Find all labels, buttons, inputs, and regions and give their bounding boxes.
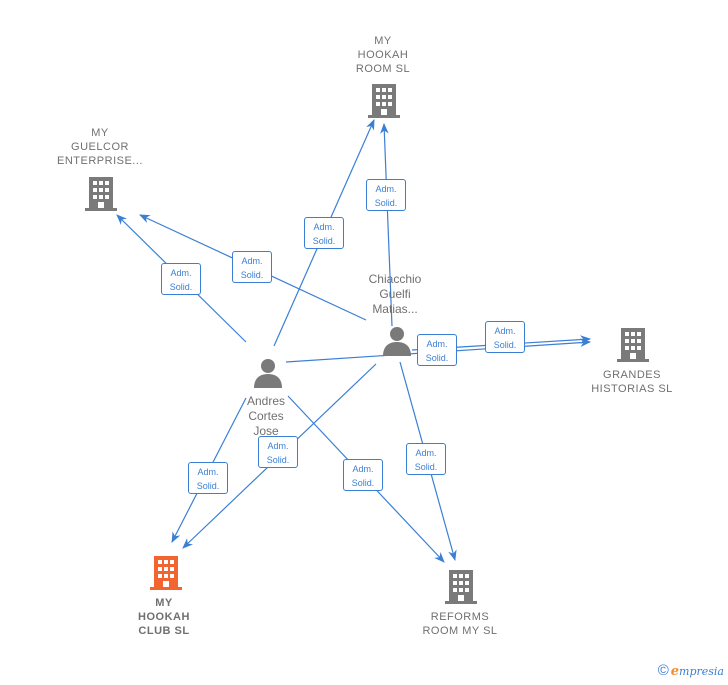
label-line: MY [91, 127, 109, 139]
brand-logo-initial: e [670, 664, 680, 679]
company-label-my-hookah-club[interactable]: MY HOOKAH CLUB SL [114, 596, 214, 638]
company-label-my-hookah-room[interactable]: MY HOOKAH ROOM SL [333, 34, 433, 76]
relation-label[interactable]: Adm. Solid. [343, 459, 383, 491]
brand-logo-text: mpresia [679, 665, 724, 678]
relation-line: Solid. [351, 478, 375, 488]
label-line: HISTORIAS SL [591, 383, 673, 395]
label-line: CLUB SL [138, 625, 190, 637]
relation-line: Adm. [415, 448, 437, 458]
building-icon-highlighted[interactable] [150, 556, 182, 595]
relation-line: Adm. [494, 326, 516, 336]
label-line: Jose [253, 424, 279, 438]
building-icon[interactable] [368, 84, 400, 123]
label-line: REFORMS [430, 611, 490, 623]
person-icon[interactable] [253, 358, 283, 393]
person-label-chiacchio[interactable]: Chiacchio Guelfi Matias... [345, 272, 445, 317]
relation-edge [380, 122, 393, 327]
label-line: Guelfi [379, 287, 411, 301]
relation-line: Solid. [169, 282, 193, 292]
label-line: ROOM SL [355, 63, 411, 75]
relation-line: Adm. [170, 268, 192, 278]
company-label-my-guelcor[interactable]: MY GUELCOR ENTERPRISE... [45, 126, 155, 168]
relation-line: Solid. [266, 455, 290, 465]
relation-line: Adm. [241, 256, 263, 266]
building-icon[interactable] [85, 177, 117, 216]
relation-line: Solid. [312, 236, 336, 246]
relation-label[interactable]: Adm. Solid. [161, 263, 201, 295]
label-line: Andres [246, 394, 286, 408]
label-line: ENTERPRISE... [57, 155, 143, 167]
relation-label[interactable]: Adm. Solid. [304, 217, 344, 249]
relation-label[interactable]: Adm. Solid. [232, 251, 272, 283]
relation-line: Solid. [196, 481, 220, 491]
footer-brand: ©empresia [658, 662, 724, 679]
relation-label[interactable]: Adm. Solid. [258, 436, 298, 468]
relation-line: Adm. [375, 184, 397, 194]
copyright-icon: © [657, 662, 669, 679]
relation-line: Adm. [426, 339, 448, 349]
relation-line: Adm. [313, 222, 335, 232]
relation-line: Solid. [240, 270, 264, 280]
relation-line: Adm. [197, 467, 219, 477]
building-icon[interactable] [617, 328, 649, 367]
company-label-reforms-room[interactable]: REFORMS ROOM MY SL [410, 610, 510, 638]
label-line: HOOKAH [138, 611, 190, 623]
label-line: MY [374, 35, 392, 47]
label-line: MY [155, 597, 173, 609]
label-line: Matias... [372, 302, 418, 316]
relation-line: Adm. [267, 441, 289, 451]
relation-label[interactable]: Adm. Solid. [188, 462, 228, 494]
label-line: GUELCOR [71, 141, 129, 153]
relation-label[interactable]: Adm. Solid. [485, 321, 525, 353]
relation-label[interactable]: Adm. Solid. [417, 334, 457, 366]
company-label-grandes-historias[interactable]: GRANDES HISTORIAS SL [576, 368, 688, 396]
label-line: ROOM MY SL [422, 625, 498, 637]
person-icon[interactable] [382, 326, 412, 361]
relation-label[interactable]: Adm. Solid. [406, 443, 446, 475]
relation-line: Solid. [493, 340, 517, 350]
building-icon[interactable] [445, 570, 477, 609]
relation-line: Solid. [425, 353, 449, 363]
relation-line: Adm. [352, 464, 374, 474]
label-line: Cortes [248, 409, 284, 423]
person-label-andres[interactable]: Andres Cortes Jose [226, 394, 306, 439]
label-line: Chiacchio [368, 272, 422, 286]
label-line: GRANDES [603, 369, 661, 381]
relation-line: Solid. [374, 198, 398, 208]
relation-label[interactable]: Adm. Solid. [366, 179, 406, 211]
label-line: HOOKAH [357, 49, 409, 61]
relation-line: Solid. [414, 462, 438, 472]
